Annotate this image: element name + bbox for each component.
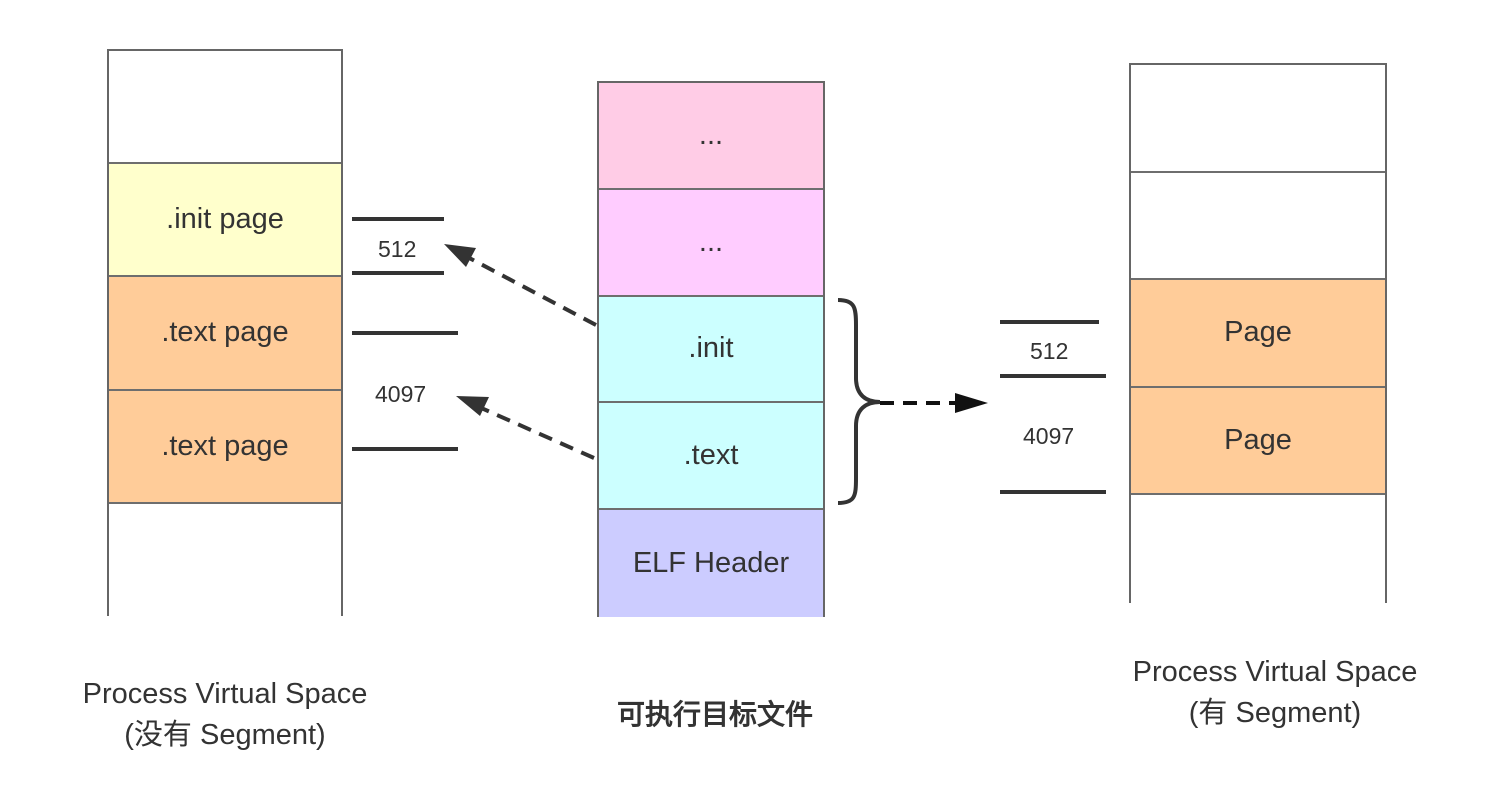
right-cell-empty-3 bbox=[1131, 495, 1385, 603]
left-size-4097: 4097 bbox=[375, 381, 427, 407]
right-virtual-space-column: Page Page bbox=[1129, 63, 1387, 603]
dashed-arrow-icon bbox=[880, 393, 988, 413]
right-cell-empty-1 bbox=[1131, 65, 1385, 173]
mid-cell-other-2: ... bbox=[599, 189, 823, 297]
right-size-4097: 4097 bbox=[1023, 423, 1075, 449]
right-cell-page-2: Page bbox=[1131, 387, 1385, 496]
right-size-512: 512 bbox=[1030, 338, 1069, 364]
right-caption-line2: (有 Segment) bbox=[1188, 697, 1362, 729]
right-curly-brace-icon bbox=[837, 298, 881, 505]
middle-caption: 可执行目标文件 bbox=[616, 699, 813, 730]
dashed-arrow-icon bbox=[444, 244, 597, 327]
mid-cell-text-section: .text bbox=[599, 403, 823, 511]
right-cell-empty-2 bbox=[1131, 172, 1385, 281]
mid-cell-elf-header: ELF Header bbox=[599, 510, 823, 617]
mid-cell-init-section: .init bbox=[599, 296, 823, 404]
left-cell-empty-top bbox=[109, 51, 341, 165]
left-cell-text-page-2: .text page bbox=[109, 390, 341, 504]
left-cell-init-page: .init page bbox=[109, 164, 341, 278]
mid-cell-other-1: ... bbox=[599, 83, 823, 190]
right-cell-page-1: Page bbox=[1131, 280, 1385, 388]
right-caption: Process Virtual Space (有 Segment) bbox=[1080, 652, 1470, 734]
executable-file-column: ... ... .init .text ELF Header bbox=[597, 81, 825, 617]
left-caption-line2: (没有 Segment) bbox=[124, 719, 326, 751]
right-caption-line1: Process Virtual Space bbox=[1132, 656, 1418, 688]
dashed-arrow-icon bbox=[456, 396, 595, 460]
left-cell-text-page-1: .text page bbox=[109, 277, 341, 391]
left-cell-empty-bottom bbox=[109, 503, 341, 617]
left-virtual-space-column: .init page .text page .text page bbox=[107, 49, 343, 617]
left-caption: Process Virtual Space (没有 Segment) bbox=[30, 674, 420, 756]
left-caption-line1: Process Virtual Space bbox=[82, 678, 368, 710]
left-size-512: 512 bbox=[378, 236, 417, 262]
